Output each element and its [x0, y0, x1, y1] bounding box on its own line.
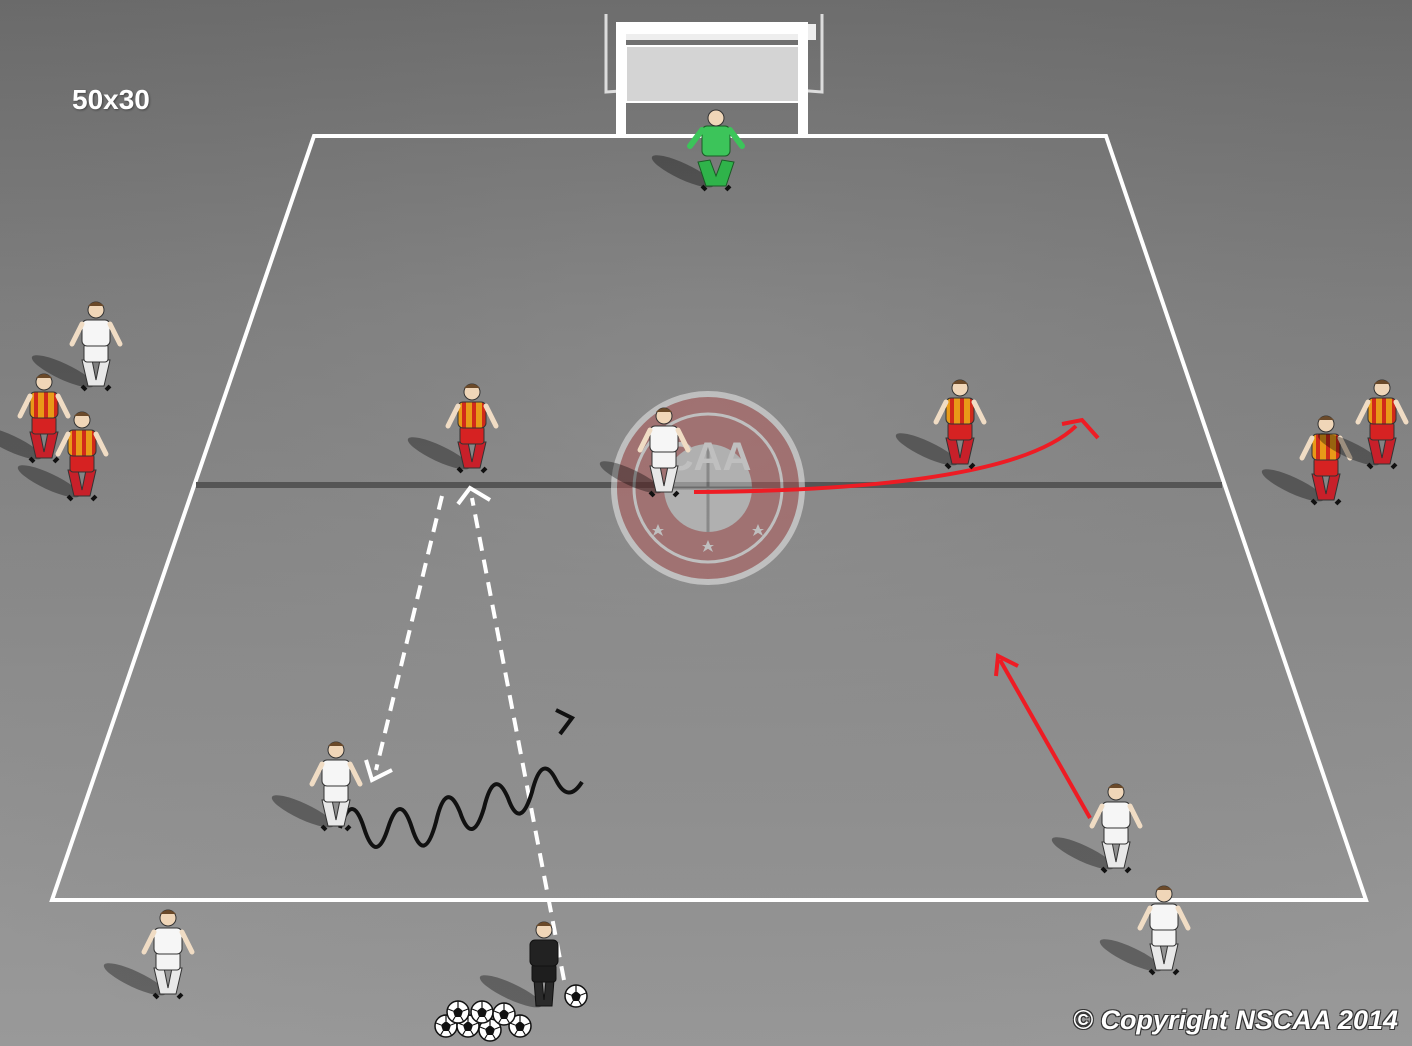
field-size-label: 50x30 — [72, 84, 150, 116]
copyright-notice: © Copyright NSCAA 2014 — [1073, 1005, 1398, 1036]
ball — [565, 985, 587, 1007]
